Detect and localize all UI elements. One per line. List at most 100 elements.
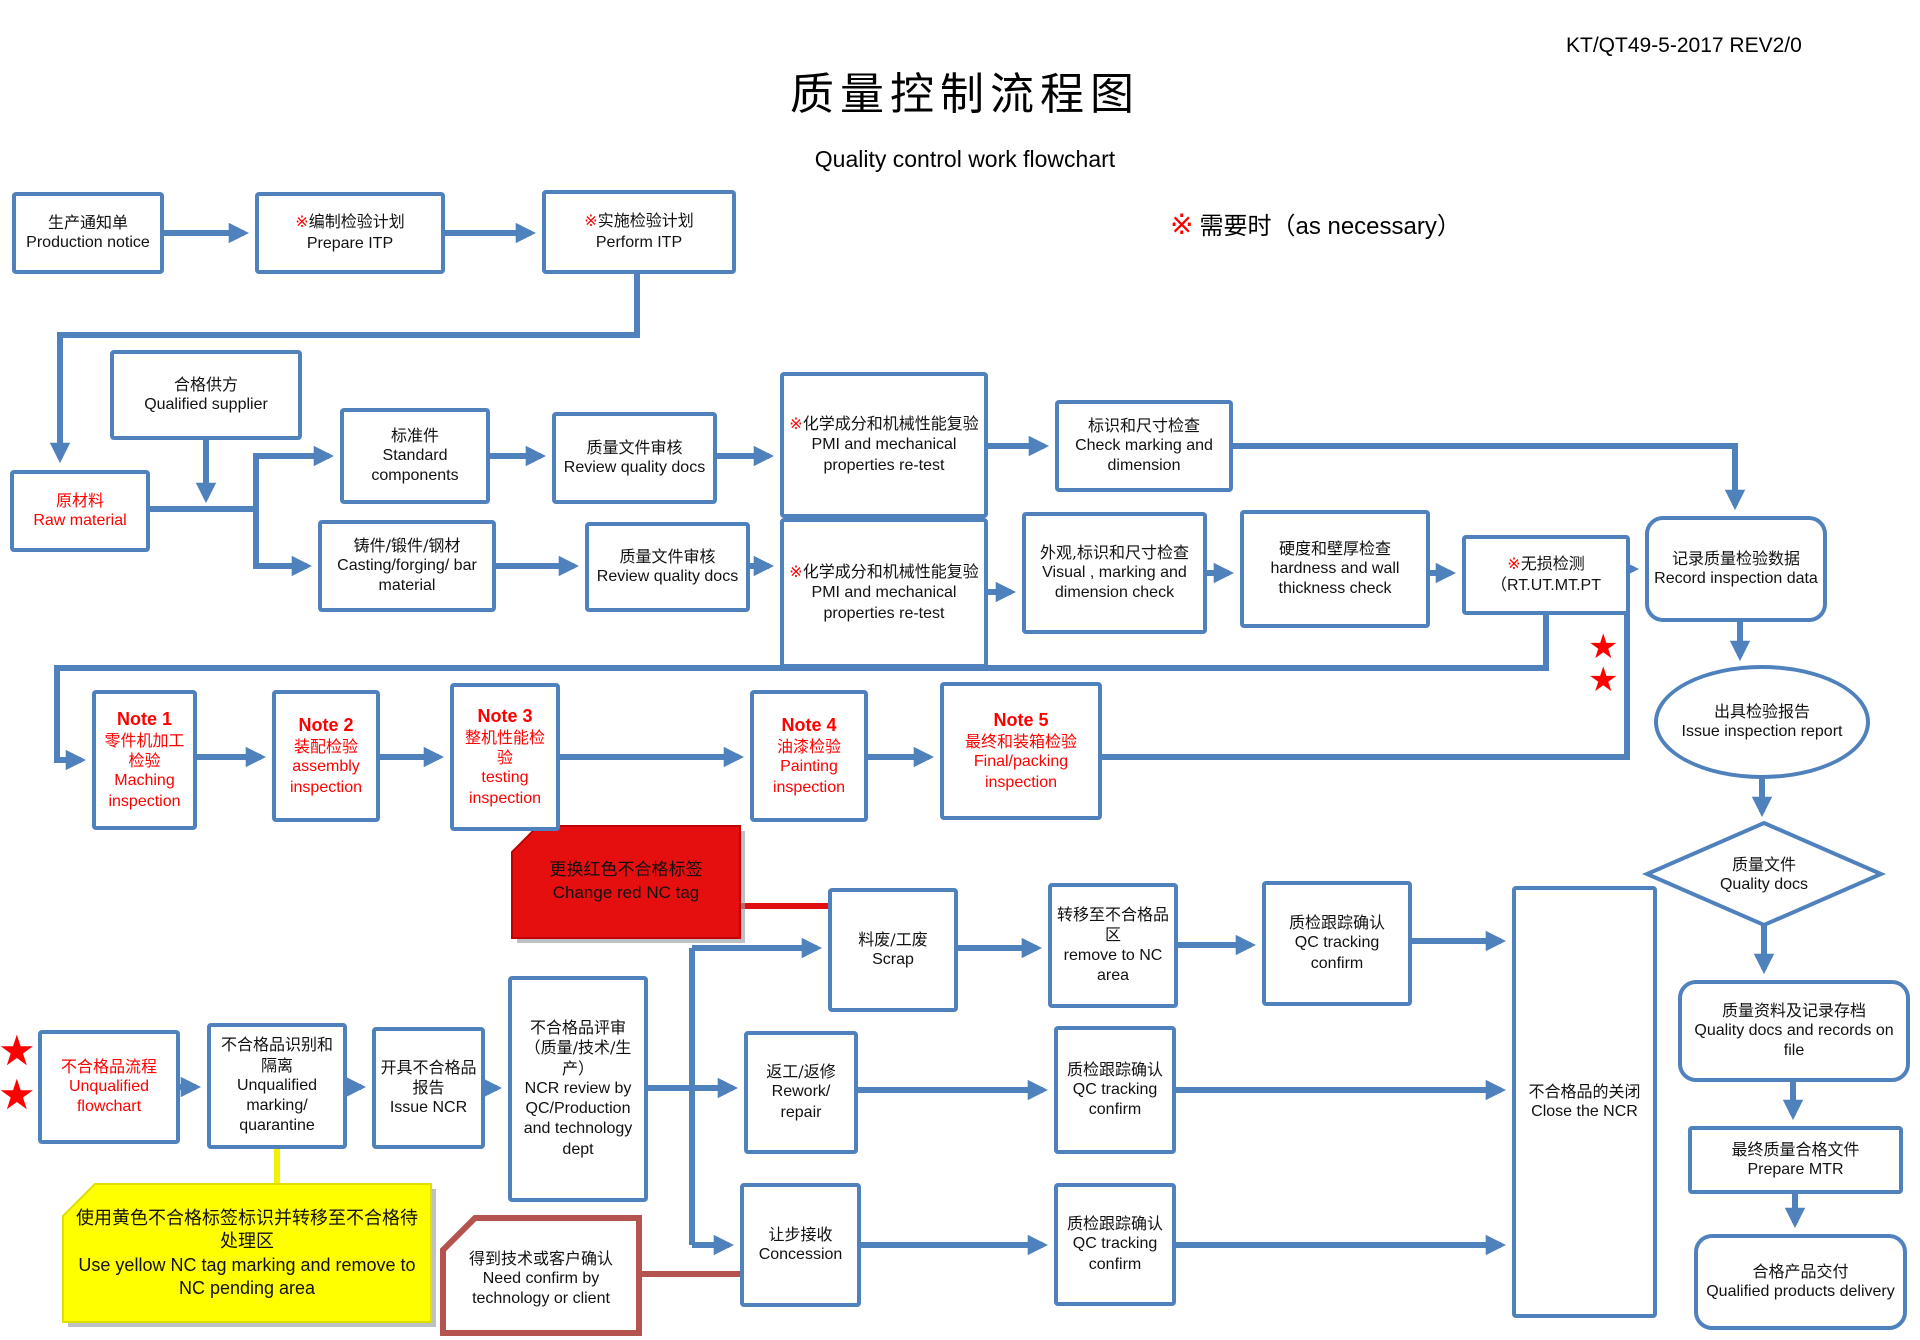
- label-zh-text: 不合格品流程: [60, 1056, 157, 1076]
- quality-docs-diamond: [1641, 820, 1887, 928]
- label-en: Casting/forging/ bar material: [337, 556, 477, 595]
- label-en: Rework/ repair: [771, 1083, 831, 1121]
- label-zh-text: 质量文件审核: [586, 437, 683, 457]
- label-zh-text: 原材料: [55, 490, 104, 510]
- label-zh: 质量文件审核: [586, 438, 682, 458]
- label-en: PMI and mechanical properties re-test: [811, 436, 957, 474]
- label-en: Maching inspection: [108, 772, 181, 810]
- node-prepare-mtr: 最终质量合格文件 Prepare MTR: [1688, 1126, 1903, 1194]
- note-label: Note 1: [116, 708, 172, 729]
- label-en: Painting inspection: [772, 758, 846, 796]
- label-zh: 料废/工废: [858, 930, 927, 950]
- label-en: remove to NC area: [1063, 946, 1163, 984]
- label-zh-text: 整机性能检验: [464, 727, 545, 768]
- label-en: Issue NCR: [389, 1099, 468, 1117]
- label-zh: 油漆检验: [777, 737, 841, 757]
- note-label: Note 4: [781, 715, 837, 736]
- label-en: Standard components: [371, 446, 459, 485]
- label-en: （RT.UT.MT.PT: [1491, 576, 1601, 594]
- label-en: Final/packing inspection: [973, 753, 1069, 791]
- label-en: Change red NC tag: [552, 883, 700, 902]
- callout-lines: [274, 903, 828, 1277]
- red-tag-shape: [511, 825, 741, 939]
- yellow-tag-shape: [62, 1183, 432, 1323]
- label-zh: 不合格品评审（质量/技术/生产）: [516, 1018, 640, 1079]
- label-en: Qualified supplier: [144, 396, 268, 413]
- label-en: hardness and wall thickness check: [1270, 559, 1400, 598]
- star-icon: ★: [0, 1027, 36, 1074]
- label-en: Scrap: [872, 951, 914, 968]
- star-icon: ★: [1588, 661, 1619, 699]
- label-en: Unqualified marking/ quarantine: [236, 1076, 318, 1135]
- label-en: Prepare ITP: [306, 234, 394, 252]
- label-zh-text: 返工/返修: [766, 1062, 836, 1082]
- label-zh-text: 质检跟踪确认: [1066, 1214, 1163, 1234]
- label-zh: 开具不合格品报告: [380, 1058, 477, 1099]
- label-zh: 让步接收: [768, 1225, 832, 1245]
- label-zh-text: 不合格品的关闭: [1528, 1081, 1641, 1101]
- label-en: Need confirm by technology or client: [472, 1269, 610, 1308]
- label-zh: 得到技术或客户确认: [469, 1249, 613, 1269]
- label-zh-text: 让步接收: [768, 1224, 833, 1244]
- label-en: Prepare MTR: [1747, 1161, 1844, 1178]
- label-zh-text: 外观,标识和尺寸检查: [1039, 542, 1190, 562]
- label-zh-text: 合格产品交付: [1752, 1261, 1849, 1281]
- node-ncr-review: 不合格品评审（质量/技术/生产）NCR review by QC/Product…: [508, 976, 648, 1202]
- label-zh-text: 料废/工废: [858, 929, 928, 949]
- asterisk-mark: ※: [295, 214, 309, 232]
- flow-lines: [49, 222, 1806, 1256]
- label-zh: 出具检验报告: [1714, 702, 1810, 722]
- label-zh: 质量文件: [1732, 855, 1796, 875]
- label-zh-text: 质检跟踪确认: [1288, 913, 1385, 933]
- label-zh: 不合格品流程: [61, 1057, 157, 1077]
- label-zh-text: 硬度和壁厚检查: [1278, 538, 1391, 558]
- label-zh-text: 标识和尺寸检查: [1087, 415, 1200, 435]
- special-shapes: [62, 820, 1887, 1336]
- label-en: testing inspection: [468, 769, 542, 807]
- star-icon: ★: [1588, 628, 1619, 666]
- asterisk-mark: ※: [789, 564, 803, 582]
- label-zh-text: 最终质量合格文件: [1731, 1139, 1860, 1159]
- label-zh: ※实施检验计划: [584, 211, 693, 232]
- asterisk-mark: ※: [1507, 556, 1521, 574]
- page-subtitle: Quality control work flowchart: [814, 146, 1116, 172]
- label-en: QC tracking confirm: [1072, 1080, 1158, 1119]
- label-zh-text: 得到技术或客户确认: [468, 1248, 613, 1268]
- label-zh: 最终和装箱检验: [965, 732, 1077, 752]
- label-zh: 整机性能检验: [458, 728, 552, 769]
- label-zh: 标准件: [391, 426, 439, 446]
- asterisk-mark: ※: [584, 213, 598, 231]
- label-en: Record inspection data: [1654, 570, 1818, 587]
- label-en: Production notice: [26, 234, 150, 251]
- label-en: Qualified products delivery: [1706, 1283, 1895, 1300]
- label-en: Use yellow NC tag marking and remove to …: [78, 1255, 416, 1298]
- note-label: Note 5: [993, 710, 1049, 731]
- label-zh: 铸件/锻件/钢材: [354, 536, 461, 556]
- label-zh: 不合格品的关闭: [1528, 1082, 1640, 1102]
- label-en: Review quality docs: [563, 459, 706, 476]
- label-en: Issue inspection report: [1681, 723, 1843, 740]
- label-zh: 质量资料及记录存档: [1722, 1001, 1866, 1021]
- label-zh: 记录质量检验数据: [1672, 549, 1800, 569]
- label-zh-text: 转移至不合格品区: [1056, 904, 1169, 945]
- label-zh: 原材料: [56, 491, 104, 511]
- label-zh-text: 无损检测: [1520, 554, 1585, 574]
